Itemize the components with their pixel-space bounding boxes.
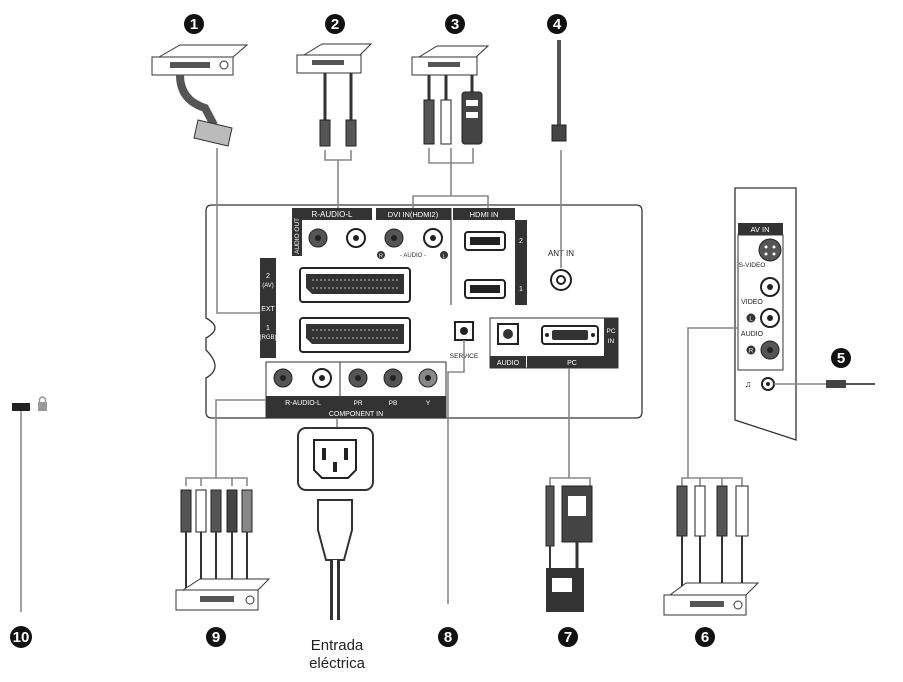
side-av-panel: AV IN S-VIDEO VIDEO L AUDIO R ♫ <box>734 187 797 441</box>
marker-8: 8 <box>438 627 458 647</box>
marker-5: 5 <box>831 348 851 368</box>
audio-out-block: R-AUDIO-L AUDIO OUT <box>292 208 372 256</box>
component-in-label: COMPONENT IN <box>329 411 383 418</box>
kensington-lock <box>12 396 47 612</box>
power-caption-line2: eléctrica <box>309 655 366 672</box>
marker-6: 6 <box>695 627 715 647</box>
ext-label: EXT <box>261 306 275 313</box>
pc-in-2: IN <box>608 338 615 345</box>
svg-text:9: 9 <box>212 629 220 646</box>
side-video-label: VIDEO <box>741 299 763 306</box>
s-video-label: S-VIDEO <box>739 262 766 269</box>
lock-icon <box>38 402 47 411</box>
svg-text:10: 10 <box>13 629 30 646</box>
antenna-cable <box>551 40 567 142</box>
device-9-dvd-player <box>175 489 271 611</box>
power-caption-line1: Entrada <box>311 637 364 654</box>
scart1-top: 1 <box>266 325 270 332</box>
svg-text:4: 4 <box>553 16 562 33</box>
marker-1: 1 <box>184 14 204 34</box>
marker-10: 10 <box>10 626 32 648</box>
component-audio-label: R-AUDIO-L <box>285 400 321 407</box>
ant-in-jack <box>550 269 572 291</box>
component-block: R-AUDIO-L PR PB Y COMPONENT IN <box>265 361 447 419</box>
pc-label: PC <box>567 360 577 367</box>
scart1-bot: (RGB) <box>260 335 277 341</box>
marker-4: 4 <box>547 14 567 34</box>
dvi-audio-sublabel: - AUDIO - <box>400 253 426 259</box>
marker-2: 2 <box>325 14 345 34</box>
pc-in-1: PC <box>606 328 615 335</box>
audio-out-vertical-label: AUDIO OUT <box>294 218 301 254</box>
device-1-vcr <box>151 44 249 147</box>
device-7-pc-cable <box>545 485 593 612</box>
svg-text:6: 6 <box>701 629 709 646</box>
dvi-hdmi-block: DVI IN(HDMI2) HDMI IN - AUDIO - R L 2 1 <box>376 208 527 305</box>
device-2-audio-player <box>296 43 373 147</box>
hdmi-2-label: 2 <box>519 238 523 245</box>
svg-text:2: 2 <box>331 16 339 33</box>
component-y-label: Y <box>426 400 431 407</box>
headphone-icon: ♫ <box>745 379 752 389</box>
svg-text:1: 1 <box>190 16 198 33</box>
hdmi-header: HDMI IN <box>470 210 499 219</box>
headphone-plug <box>826 380 875 388</box>
scart-block: 2 (AV) EXT 1 (RGB) <box>260 258 411 358</box>
pc-block: AUDIO PC PC IN <box>489 317 619 369</box>
audio-out-rl-label: R-AUDIO-L <box>312 210 353 219</box>
connection-lines <box>185 148 826 604</box>
marker-3: 3 <box>445 14 465 34</box>
scart2-bot: (AV) <box>262 283 274 289</box>
side-audio-label: AUDIO <box>741 331 764 338</box>
pc-audio-label: AUDIO <box>497 360 520 367</box>
device-3-hdmi-player <box>411 45 490 145</box>
svg-text:7: 7 <box>564 629 572 646</box>
side-r-mark: R <box>749 349 754 355</box>
scart-plug <box>193 119 233 147</box>
svg-text:8: 8 <box>444 629 452 646</box>
power-plug <box>317 499 353 561</box>
dvi-l-mark: L <box>442 254 445 260</box>
power-socket: Entrada eléctrica <box>297 427 374 672</box>
side-l-mark: L <box>749 317 753 323</box>
dvi-r-mark: R <box>379 254 383 260</box>
component-pb-label: PB <box>389 400 398 407</box>
svg-text:5: 5 <box>837 350 845 367</box>
av-in-label: AV IN <box>750 225 769 234</box>
svg-text:3: 3 <box>451 16 459 33</box>
component-pr-label: PR <box>353 400 362 407</box>
marker-9: 9 <box>206 627 226 647</box>
scart2-top: 2 <box>266 273 270 280</box>
device-6-camcorder <box>663 485 760 616</box>
marker-7: 7 <box>558 627 578 647</box>
s-video-port <box>758 238 782 262</box>
hdmi-1-label: 1 <box>519 286 523 293</box>
dvi-header: DVI IN(HDMI2) <box>388 210 439 219</box>
